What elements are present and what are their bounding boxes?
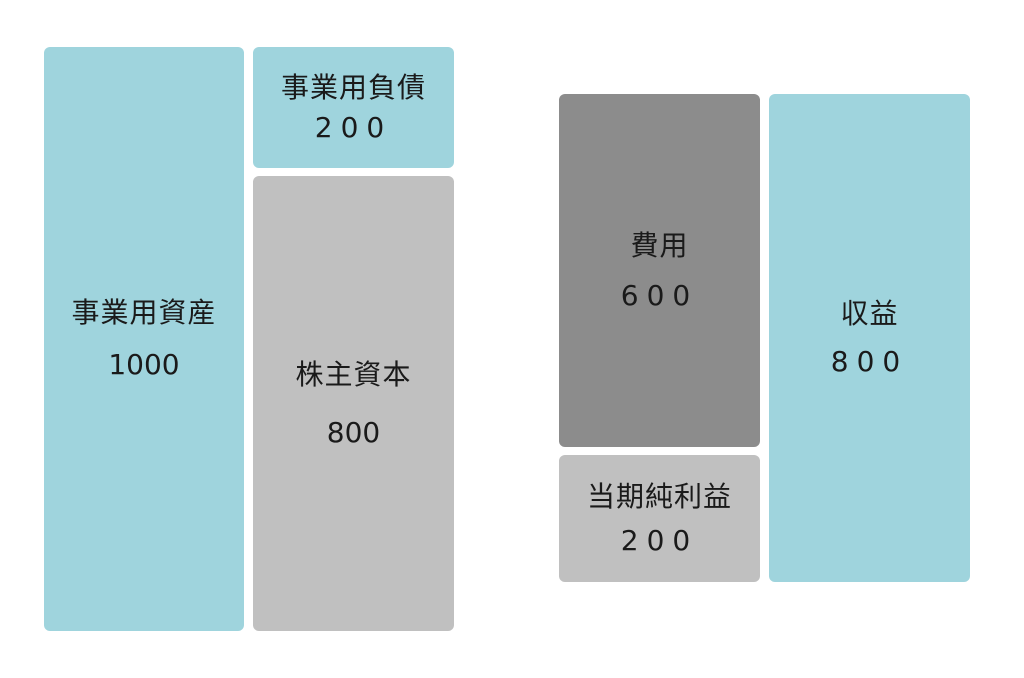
expenses-label: 費用 xyxy=(630,228,689,262)
equity-label: 株主資本 xyxy=(295,357,412,391)
liabilities-value: 200 xyxy=(314,110,393,144)
net-income-value: 200 xyxy=(620,523,699,557)
equity-value: 800 xyxy=(326,415,381,449)
liabilities-block: 事業用負債 200 xyxy=(253,47,454,168)
assets-block: 事業用資産 1000 xyxy=(44,47,244,631)
revenue-block: 収益 800 xyxy=(769,94,970,582)
expenses-value: 600 xyxy=(620,278,699,312)
liabilities-label: 事業用負債 xyxy=(280,70,426,104)
equity-block: 株主資本 800 xyxy=(253,176,454,631)
revenue-value: 800 xyxy=(830,345,909,378)
assets-label: 事業用資産 xyxy=(71,296,217,329)
revenue-label: 収益 xyxy=(840,297,899,330)
net-income-label: 当期純利益 xyxy=(586,479,732,513)
net-income-block: 当期純利益 200 xyxy=(559,455,760,582)
assets-value: 1000 xyxy=(108,348,180,381)
expenses-block: 費用 600 xyxy=(559,94,760,447)
